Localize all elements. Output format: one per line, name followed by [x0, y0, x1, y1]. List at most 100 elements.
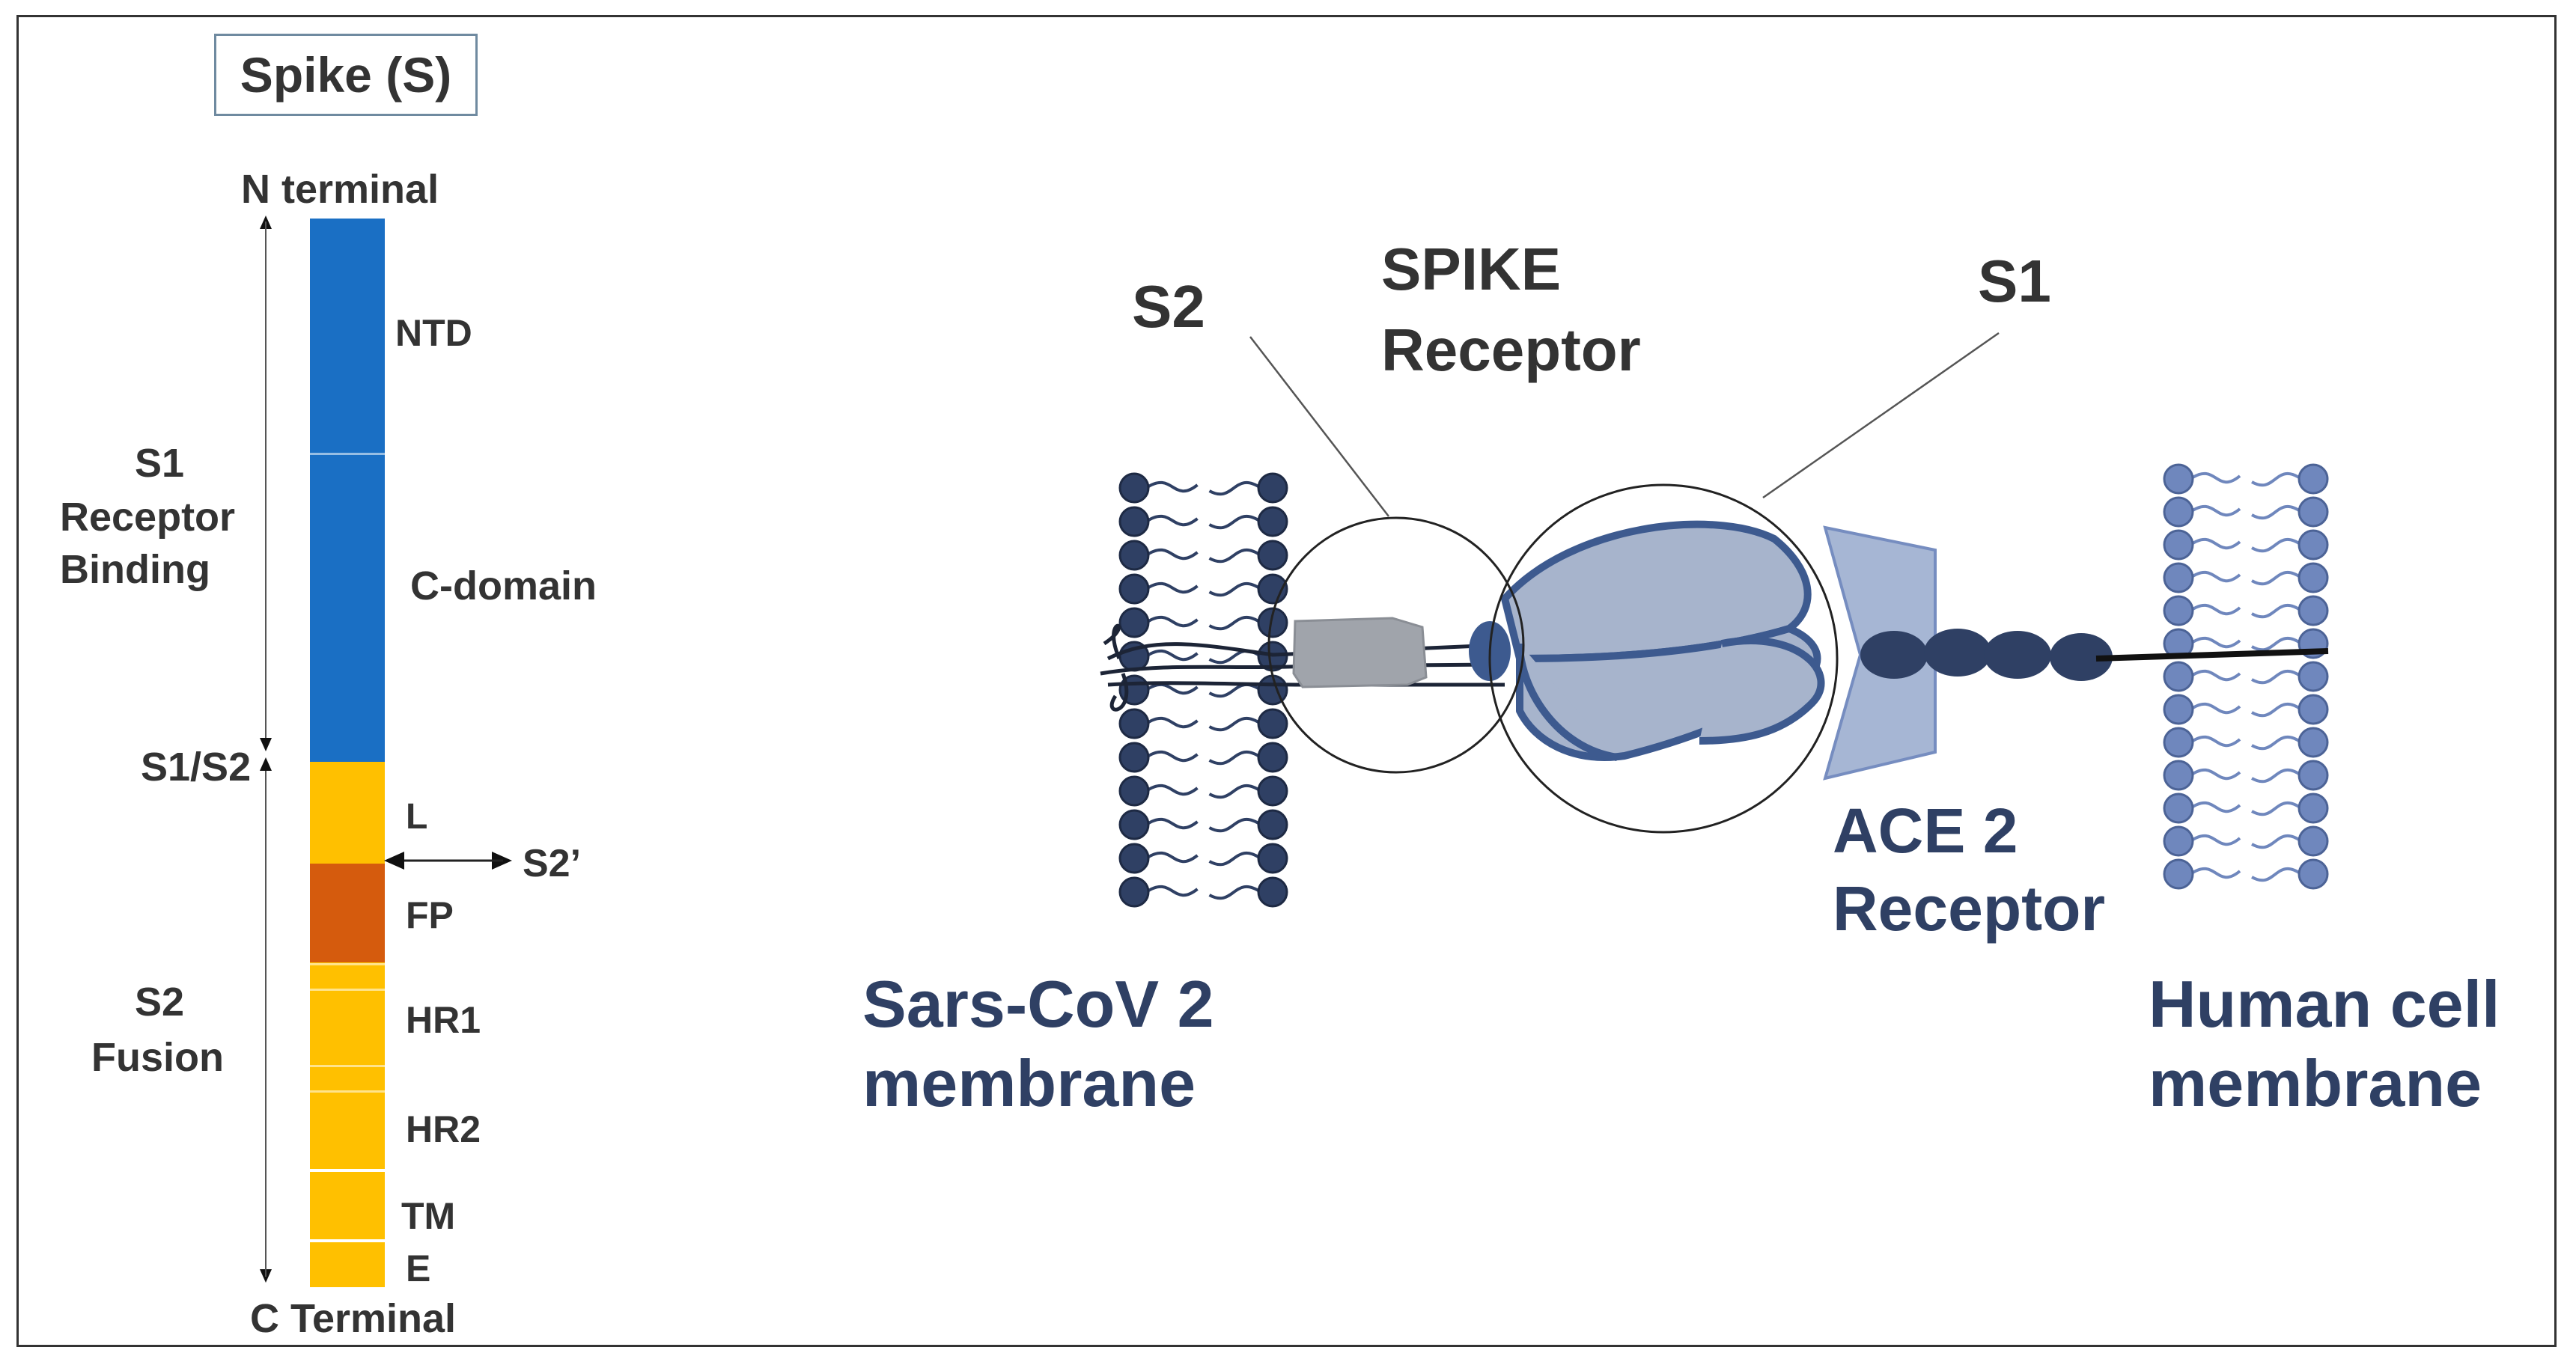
lipid-head — [1118, 607, 1150, 638]
label-e: E — [406, 1248, 431, 1289]
lipid-head — [1118, 472, 1150, 504]
domain-e — [310, 1242, 385, 1287]
label-hr2: HR2 — [406, 1108, 481, 1150]
lipid-tail — [1145, 480, 1262, 496]
label-fp: FP — [406, 894, 454, 936]
lipid-tail — [2189, 735, 2303, 751]
lipid-tail — [1145, 581, 1262, 597]
label-hr1: HR1 — [406, 999, 481, 1041]
ace2-label: ACE 2 — [1833, 796, 2018, 866]
lipid-head — [2163, 562, 2194, 593]
s2-gray-domain — [1292, 617, 1428, 688]
s1-highlight-circle — [1488, 483, 1839, 834]
lipid-head — [1118, 775, 1150, 807]
schematic-s2-label: S2 — [1132, 273, 1205, 340]
lipid-head — [2298, 825, 2329, 857]
lipid-head — [2298, 858, 2329, 890]
lipid-tail — [1145, 851, 1262, 867]
domain-ntd — [310, 219, 385, 454]
ace2-chain — [1860, 629, 2113, 681]
lipid-head — [2298, 760, 2329, 791]
lipid-tail — [1145, 885, 1262, 900]
s1-spike-head — [1501, 520, 1825, 761]
lipid-tail — [1145, 548, 1262, 564]
s1-leader-line — [1762, 332, 2000, 499]
lipid-head — [1257, 775, 1288, 807]
lipid-tail — [1145, 649, 1262, 665]
lipid-head — [2163, 825, 2194, 857]
s2-stalk — [1100, 623, 1505, 712]
domain-fp — [310, 864, 385, 962]
domain-linker — [310, 962, 385, 988]
spike-title: Spike (S) — [240, 47, 452, 103]
lipid-head — [2163, 661, 2194, 692]
spike-title-box: Spike (S) — [214, 34, 478, 116]
n-terminal-label: N terminal — [241, 167, 439, 212]
lipid-head — [2298, 694, 2329, 725]
lipid-tail — [1145, 817, 1262, 833]
domain-separator — [310, 1170, 385, 1172]
domain-hr1 — [310, 988, 385, 1066]
lipid-head — [1257, 843, 1288, 874]
lipid-head — [1257, 607, 1288, 638]
domain-spacer — [310, 1066, 385, 1091]
domain-c-domain — [310, 454, 385, 762]
lipid-head — [2298, 727, 2329, 758]
lipid-head — [2163, 529, 2194, 561]
schematic-spike-label: Receptor — [1381, 317, 1641, 383]
lipid-head — [2298, 463, 2329, 495]
lipid-tail — [1145, 682, 1262, 698]
lipid-head — [2163, 727, 2194, 758]
lipid-head — [2163, 858, 2194, 890]
domain-separator — [310, 963, 385, 965]
lipid-tail — [1145, 750, 1262, 766]
lipid-tail — [2189, 768, 2303, 784]
lipid-tail — [1145, 716, 1262, 732]
lipid-head — [2298, 595, 2329, 626]
schematic-s1-label: S1 — [1978, 248, 2051, 314]
lipid-tail — [2189, 504, 2303, 520]
lipid-tail — [2189, 702, 2303, 718]
lipid-tail — [2189, 636, 2303, 652]
lipid-head — [2163, 694, 2194, 725]
lipid-head — [1118, 843, 1150, 874]
lipid-tail — [2189, 801, 2303, 816]
label-ntd: NTD — [395, 312, 472, 354]
s2-leader-line — [1249, 336, 1389, 517]
lipid-head — [2298, 562, 2329, 593]
lipid-head — [1257, 742, 1288, 773]
lipid-head — [1257, 506, 1288, 537]
label-c-domain: C-domain — [410, 564, 597, 608]
c-terminal-label: C Terminal — [250, 1296, 457, 1341]
lipid-head — [2163, 760, 2194, 791]
domain-l — [310, 762, 385, 864]
s1-region-label: Binding — [60, 547, 210, 592]
lipid-tail — [2189, 471, 2303, 487]
lipid-head — [2298, 529, 2329, 561]
figure-frame — [16, 15, 2557, 1347]
lipid-head — [1118, 573, 1150, 605]
schematic-spike-label: SPIKE — [1381, 236, 1562, 302]
cleavage-s1s2-label: S1/S2 — [141, 745, 252, 790]
human-membrane-label: membrane — [2149, 1046, 2482, 1120]
s2-highlight-circle — [1267, 516, 1525, 774]
s2-region-label: S2 — [135, 980, 185, 1024]
lipid-head — [2163, 595, 2194, 626]
s1-region-label: S1 — [135, 441, 185, 486]
domain-hr2 — [310, 1091, 385, 1169]
domain-separator — [310, 453, 385, 455]
s2-region-label: Fusion — [91, 1035, 224, 1080]
lipid-tail — [2189, 603, 2303, 619]
ace2-label: Receptor — [1833, 873, 2106, 944]
domain-separator — [310, 989, 385, 991]
lipid-head — [2298, 496, 2329, 528]
virus-membrane-label: Sars-CoV 2 — [862, 967, 1214, 1041]
domain-separator — [310, 1090, 385, 1093]
lipid-head — [2298, 793, 2329, 824]
virus-membrane-bilayer — [1118, 472, 1288, 908]
lipid-head — [1257, 708, 1288, 739]
human-membrane-label: Human cell — [2149, 967, 2500, 1041]
domain-tm — [310, 1172, 385, 1239]
ace2-anchor-line — [2095, 648, 2329, 662]
